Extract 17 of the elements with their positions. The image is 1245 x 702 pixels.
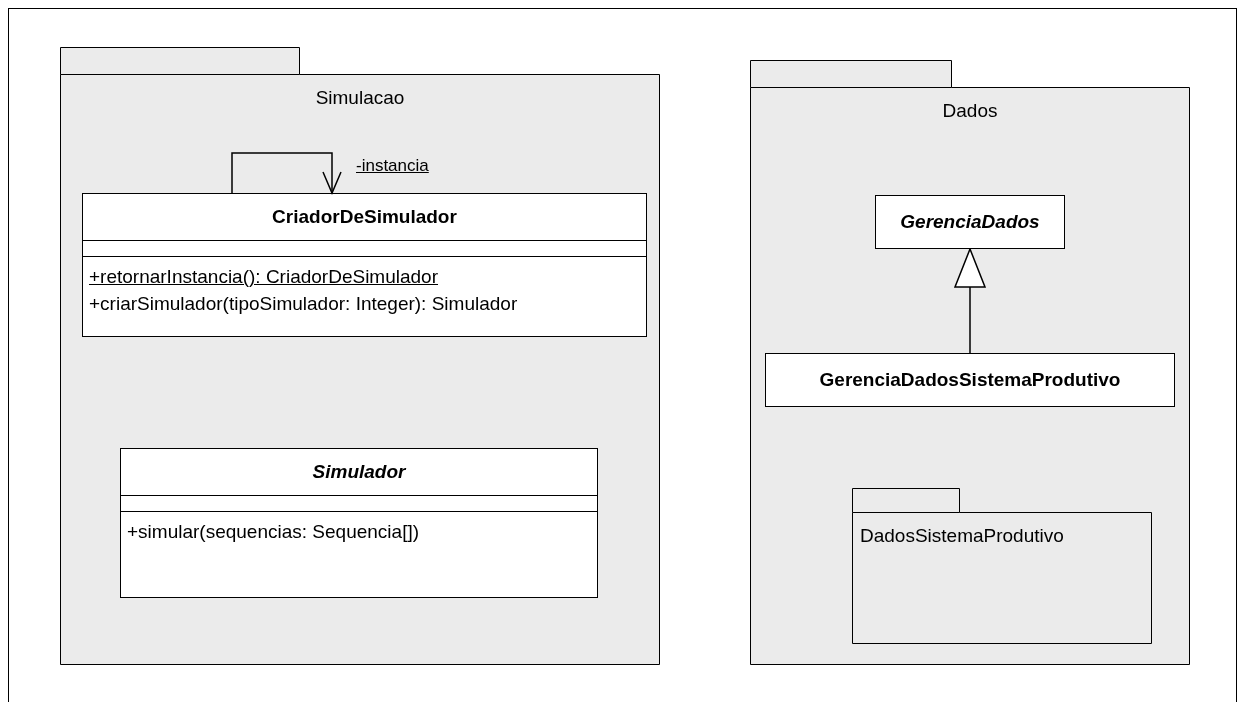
operation-text: +retornarInstancia(): CriadorDeSimulador bbox=[89, 265, 439, 289]
class-box bbox=[82, 193, 647, 337]
class-box bbox=[120, 448, 598, 598]
operation-text: +simular(sequencias: Sequencia[]) bbox=[127, 520, 420, 544]
edge-label: -instancia bbox=[356, 157, 429, 174]
class-name: CriadorDeSimulador bbox=[272, 204, 457, 229]
class-box bbox=[765, 353, 1175, 407]
class-name: GerenciaDados bbox=[900, 209, 1040, 234]
association-arrow bbox=[231, 152, 342, 194]
operation-text: +criarSimulador(tipoSimulador: Integer): Simulador bbox=[89, 292, 519, 316]
package-name: DadosSistemaProdutivo bbox=[860, 524, 1064, 548]
package-name: Dados bbox=[942, 99, 998, 123]
generalization-arrow bbox=[954, 248, 986, 354]
package-name: Simulacao bbox=[315, 86, 405, 110]
class-box bbox=[875, 195, 1065, 249]
class-name: GerenciaDadosSistemaProdutivo bbox=[819, 367, 1121, 392]
class-name: Simulador bbox=[312, 459, 406, 484]
